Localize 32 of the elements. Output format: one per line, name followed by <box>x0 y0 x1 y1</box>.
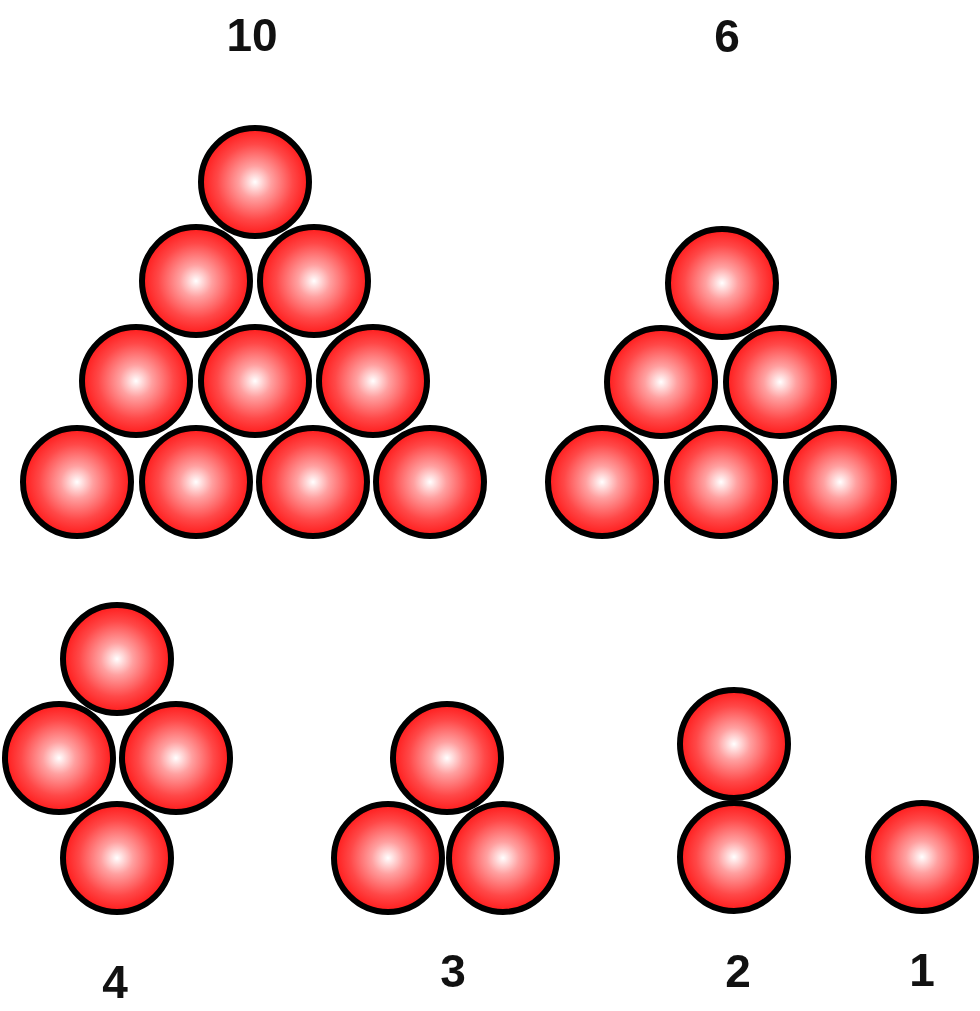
ball <box>119 701 233 815</box>
count-label: 4 <box>102 959 128 1005</box>
ball <box>198 324 312 438</box>
ball <box>79 324 193 438</box>
ball <box>677 687 791 801</box>
ball <box>865 800 979 914</box>
ball <box>257 224 371 338</box>
ball <box>446 801 560 915</box>
ball <box>2 701 116 815</box>
ball <box>664 425 778 539</box>
ball <box>331 801 445 915</box>
count-label: 10 <box>226 12 278 58</box>
ball <box>677 800 791 914</box>
ball <box>665 226 779 340</box>
ball <box>390 701 504 815</box>
ball <box>60 801 174 915</box>
count-label: 2 <box>725 948 751 994</box>
ball <box>604 325 718 439</box>
ball <box>783 425 897 539</box>
ball <box>20 425 134 539</box>
ball <box>373 425 487 539</box>
ball <box>545 425 659 539</box>
ball <box>139 224 253 338</box>
ball <box>256 425 370 539</box>
ball <box>139 425 253 539</box>
count-label: 6 <box>714 13 740 59</box>
ball <box>723 325 837 439</box>
ball <box>316 324 430 438</box>
count-label: 1 <box>909 947 935 993</box>
ball <box>60 602 174 716</box>
count-label: 3 <box>440 948 466 994</box>
ball <box>198 125 312 239</box>
